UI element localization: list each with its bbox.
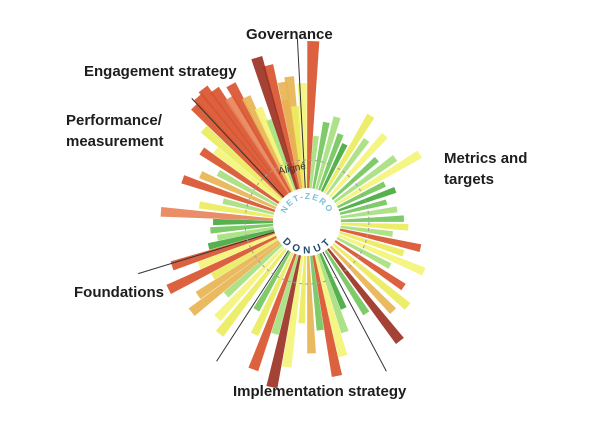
bar-48 <box>188 242 281 316</box>
bar-38 <box>298 255 307 324</box>
aligned-ring <box>244 159 370 285</box>
bar-8 <box>318 133 344 191</box>
bar-51 <box>166 235 277 295</box>
bar-60 <box>222 198 275 215</box>
bar-44 <box>253 250 291 312</box>
reference-line-0 <box>296 38 306 189</box>
bar-72 <box>226 82 292 193</box>
bar-55 <box>216 226 274 241</box>
bar-68 <box>194 93 286 198</box>
bar-69 <box>198 85 287 196</box>
bar-13 <box>331 156 379 201</box>
bar-35 <box>312 255 343 378</box>
bar-22 <box>340 225 394 237</box>
bar-12 <box>328 132 388 198</box>
bar-52 <box>197 233 276 270</box>
bar-24 <box>338 231 405 257</box>
bar-53 <box>170 231 276 271</box>
bar-40 <box>266 255 302 389</box>
donut-center <box>275 190 339 254</box>
category-label-performance: Performance/ measurement <box>66 112 164 150</box>
bar-31 <box>324 249 370 316</box>
bar-70 <box>210 86 289 195</box>
bar-41 <box>271 254 299 335</box>
bar-29 <box>329 245 397 315</box>
bar-14 <box>333 155 398 203</box>
bar-4 <box>307 41 320 189</box>
bar-71 <box>225 95 290 194</box>
bar-77 <box>277 81 303 189</box>
bar-66 <box>200 125 283 201</box>
bar-74 <box>254 106 295 192</box>
reference-lines-layer <box>138 38 387 372</box>
bar-15 <box>335 150 422 206</box>
category-label-governance: Governance <box>246 26 333 43</box>
bar-30 <box>327 248 404 345</box>
bar-16 <box>337 181 386 209</box>
bar-61 <box>181 175 276 213</box>
bar-5 <box>309 135 319 189</box>
bar-19 <box>340 206 398 219</box>
bar-9 <box>320 143 348 192</box>
bar-36 <box>310 255 324 331</box>
bar-39 <box>281 255 304 368</box>
bar-78 <box>290 105 305 189</box>
reference-line-2 <box>138 231 275 275</box>
category-label-metrics: Metrics and targets <box>444 150 528 188</box>
bar-45 <box>215 248 287 337</box>
bar-42 <box>248 253 297 372</box>
bar-6 <box>312 121 330 189</box>
bar-62 <box>199 171 277 210</box>
bar-67 <box>191 102 285 199</box>
bar-34 <box>314 254 348 358</box>
bar-25 <box>337 234 426 276</box>
bar-73 <box>241 95 294 192</box>
bar-64 <box>199 147 280 204</box>
category-label-implementation: Implementation strategy <box>233 383 407 400</box>
bar-49 <box>195 240 280 300</box>
bar-75 <box>266 118 297 191</box>
bar-33 <box>316 253 349 334</box>
category-label-foundations: Foundations <box>74 284 164 301</box>
bar-76 <box>251 55 299 190</box>
category-label-engagement: Engagement strategy <box>84 63 237 80</box>
bar-32 <box>319 252 347 310</box>
bar-57 <box>213 218 274 226</box>
bar-59 <box>198 201 274 218</box>
bar-23 <box>339 228 422 252</box>
bar-63 <box>216 169 278 207</box>
bar-10 <box>323 113 375 194</box>
bar-50 <box>210 238 279 280</box>
bars-layer <box>160 41 426 389</box>
bar-43 <box>250 252 294 337</box>
reference-line-3 <box>322 251 387 372</box>
bar-18 <box>339 199 388 215</box>
bar-26 <box>336 236 392 269</box>
bar-27 <box>334 240 406 291</box>
reference-line-1 <box>191 98 285 198</box>
bar-47 <box>223 243 283 298</box>
bar-56 <box>210 223 274 234</box>
bar-17 <box>338 186 397 212</box>
bar-37 <box>307 255 316 354</box>
bar-20 <box>340 215 404 222</box>
bar-46 <box>214 246 285 322</box>
reference-line-4 <box>216 250 289 362</box>
bar-65 <box>212 147 281 202</box>
bar-7 <box>315 116 341 190</box>
bar-28 <box>332 242 411 310</box>
bar-54 <box>207 229 275 250</box>
bar-21 <box>340 222 409 231</box>
bar-11 <box>326 137 370 196</box>
